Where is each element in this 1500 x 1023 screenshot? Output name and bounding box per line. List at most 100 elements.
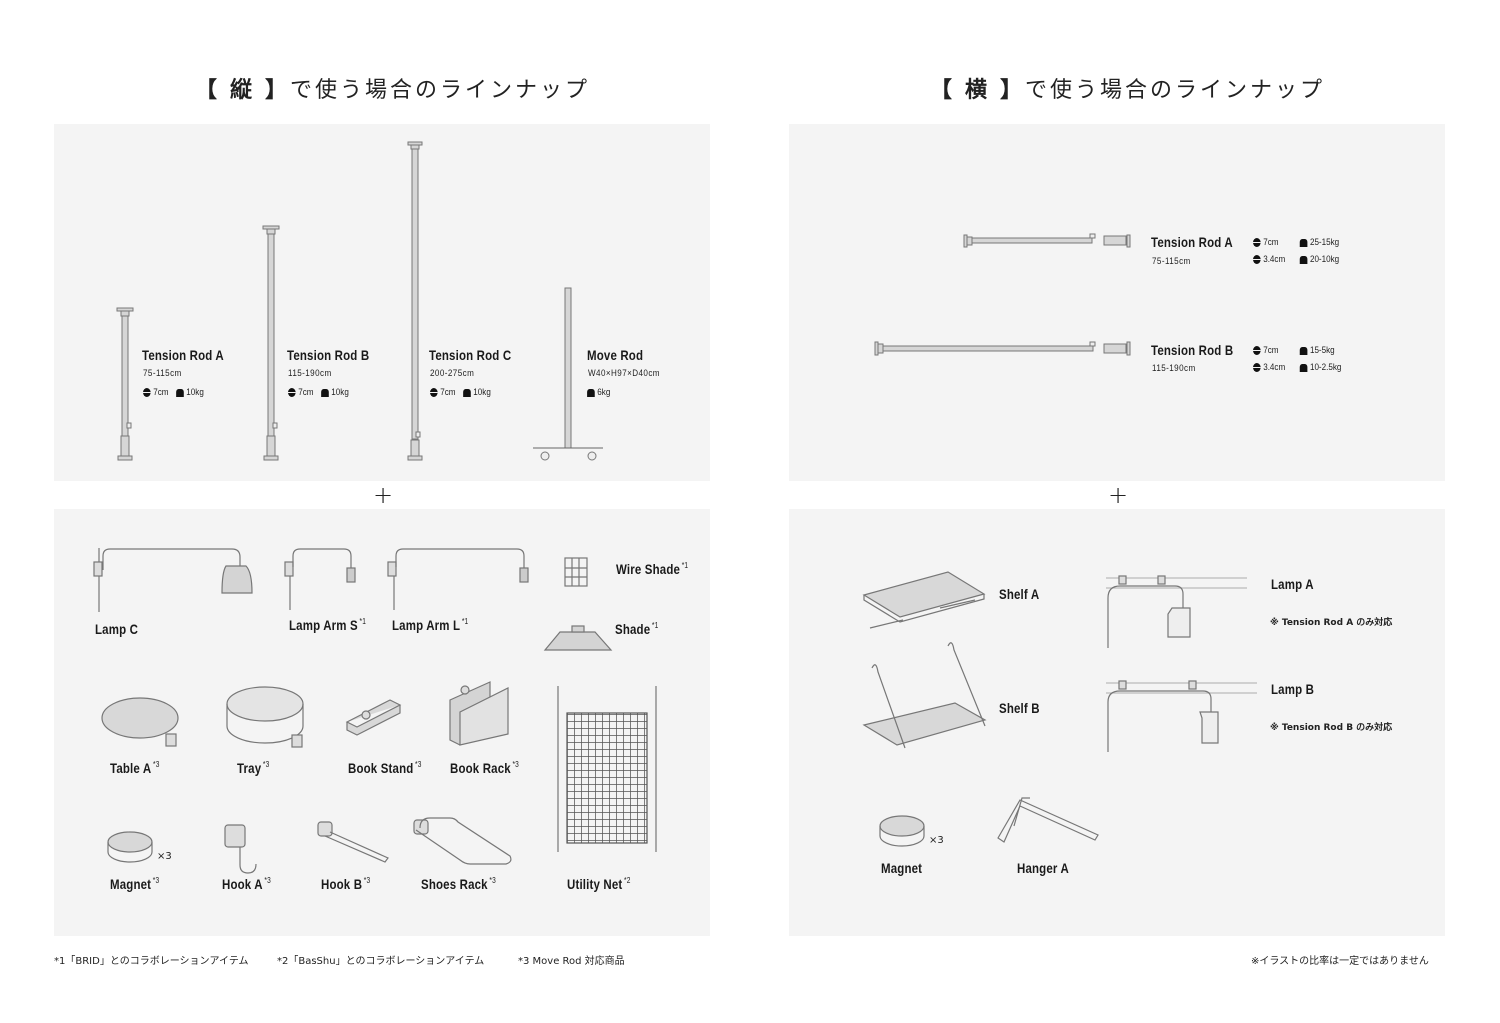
weight-icon: [321, 388, 329, 397]
diameter-icon: [1253, 238, 1261, 247]
accessory-name: Lamp Arm L: [392, 617, 461, 633]
accessory-shelf-a: Shelf A: [999, 586, 1040, 602]
rod-size: W40×H97×D40cm: [588, 368, 660, 379]
footnote-mark: *3: [262, 760, 270, 769]
diameter-value: 3.4cm: [1263, 254, 1286, 265]
weight-icon: [1299, 363, 1308, 372]
diameter-value: 7cm: [298, 387, 314, 398]
rod-name: Move Rod: [587, 347, 644, 363]
footnote-3: *3 Move Rod 対応商品: [518, 956, 625, 967]
footnote-1: *1「BRID」とのコラボレーションアイテム: [54, 956, 249, 967]
footnote-mark: *3: [152, 876, 160, 885]
magnet-quantity: ×3: [157, 851, 172, 862]
weight-icon: [176, 388, 184, 397]
magnet-quantity: ×3: [929, 835, 944, 846]
accessory-book-stand: Book Stand*3: [348, 760, 422, 776]
footnote-2: *2「BasShu」とのコラボレーションアイテム: [277, 956, 485, 967]
rod-spec: 7cm 25-15kg: [1253, 237, 1339, 248]
accessory-magnet: Magnet*3: [110, 876, 159, 892]
rod-name: Tension Rod A: [142, 347, 224, 363]
lamp-b-note: ※ Tension Rod B のみ対応: [1270, 723, 1393, 733]
diameter-value: 7cm: [1263, 345, 1279, 356]
plus-icon: +: [1108, 481, 1129, 509]
load-value: 15-5kg: [1309, 345, 1335, 356]
footnote-mark: *1: [651, 621, 659, 630]
rod-size: 115-190cm: [288, 368, 332, 379]
bracket-open: 【: [930, 78, 956, 103]
load-value: 10kg: [331, 387, 349, 398]
footnote-mark: *3: [489, 876, 496, 885]
diameter-value: 7cm: [153, 387, 169, 398]
horizontal-rods-panel: [789, 124, 1445, 481]
rod-name: Tension Rod C: [429, 347, 512, 363]
rod-name: Tension Rod B: [1151, 342, 1234, 358]
rod-spec: 6kg: [582, 387, 610, 398]
accessory-name: Hook B: [321, 876, 363, 892]
rod-spec: 7cm 10kg: [288, 387, 349, 398]
rod-spec: 3.4cm 10-2.5kg: [1253, 362, 1341, 373]
footnote-mark: *3: [152, 760, 160, 769]
heading-text: で使う場合のラインナップ: [1025, 78, 1326, 103]
diameter-value: 7cm: [440, 387, 456, 398]
rod-name: Tension Rod A: [1151, 234, 1233, 250]
rod-name: Tension Rod B: [287, 347, 370, 363]
diameter-icon: [143, 388, 151, 397]
plus-icon: +: [373, 481, 394, 509]
accessory-magnet: Magnet: [881, 860, 923, 876]
rod-size: 75-115cm: [143, 368, 182, 379]
weight-icon: [1299, 238, 1308, 247]
accessory-name: Hook A: [222, 876, 263, 892]
accessory-table-a: Table A*3: [110, 760, 160, 776]
accessory-lamp-arm-l: Lamp Arm L*1: [392, 617, 468, 633]
accessory-hanger-a: Hanger A: [1017, 860, 1069, 876]
footnote-mark: *3: [363, 876, 371, 885]
weight-icon: [587, 388, 595, 397]
accessory-name: Tray: [237, 760, 262, 776]
accessory-lamp-arm-s: Lamp Arm S*1: [289, 617, 366, 633]
rod-size: 75-115cm: [1152, 256, 1191, 267]
load-value: 25-15kg: [1309, 237, 1340, 248]
accessory-hook-a: Hook A*3: [222, 876, 271, 892]
accessory-hook-b: Hook B*3: [321, 876, 370, 892]
load-value: 10-2.5kg: [1309, 362, 1342, 373]
diameter-icon: [1253, 255, 1261, 264]
lamp-a-note: ※ Tension Rod A のみ対応: [1270, 618, 1393, 628]
accessory-name: Shoes Rack: [421, 876, 488, 892]
vertical-rods-panel: [54, 124, 710, 481]
heading-text: で使う場合のラインナップ: [290, 78, 591, 103]
rod-spec: 7cm 15-5kg: [1253, 345, 1335, 356]
footnote-mark: *1: [461, 617, 469, 626]
footnote-mark: *2: [624, 876, 631, 885]
accessory-wire-shade: Wire Shade*1: [616, 561, 688, 577]
vertical-accessory-illustrations: [93, 548, 657, 874]
accessory-name: Shade: [615, 621, 651, 637]
weight-icon: [1299, 255, 1308, 264]
accessory-lamp-c: Lamp C: [95, 621, 138, 637]
footnote-mark: *3: [415, 760, 422, 769]
footnote-mark: *3: [512, 760, 519, 769]
accessory-name: Book Rack: [450, 760, 511, 776]
disclaimer: ※イラストの比率は一定ではありません: [1251, 956, 1429, 967]
weight-icon: [463, 388, 471, 397]
accessory-name: Lamp C: [95, 621, 139, 637]
bracket-close: 】: [265, 78, 291, 103]
accessory-lamp-b: Lamp B: [1271, 681, 1315, 697]
accessory-name: Wire Shade: [616, 561, 681, 577]
weight-icon: [1299, 346, 1308, 355]
rod-size: 200-275cm: [430, 368, 475, 379]
accessory-book-rack: Book Rack*3: [450, 760, 519, 776]
vertical-rod-illustrations: [116, 141, 603, 461]
horizontal-rod-illustrations: [874, 233, 1131, 356]
load-value: 10kg: [186, 387, 204, 398]
accessory-name: Utility Net: [567, 876, 623, 892]
accessory-lamp-a: Lamp A: [1271, 576, 1314, 592]
diameter-value: 7cm: [1263, 237, 1279, 248]
accessory-utility-net: Utility Net*2: [567, 876, 631, 892]
heading-horizontal: 【 横 】で使う場合のラインナップ: [930, 72, 1325, 104]
accessory-shelf-b: Shelf B: [999, 700, 1040, 716]
diameter-icon: [288, 388, 296, 397]
diameter-value: 3.4cm: [1263, 362, 1286, 373]
diameter-icon: [1253, 346, 1261, 355]
